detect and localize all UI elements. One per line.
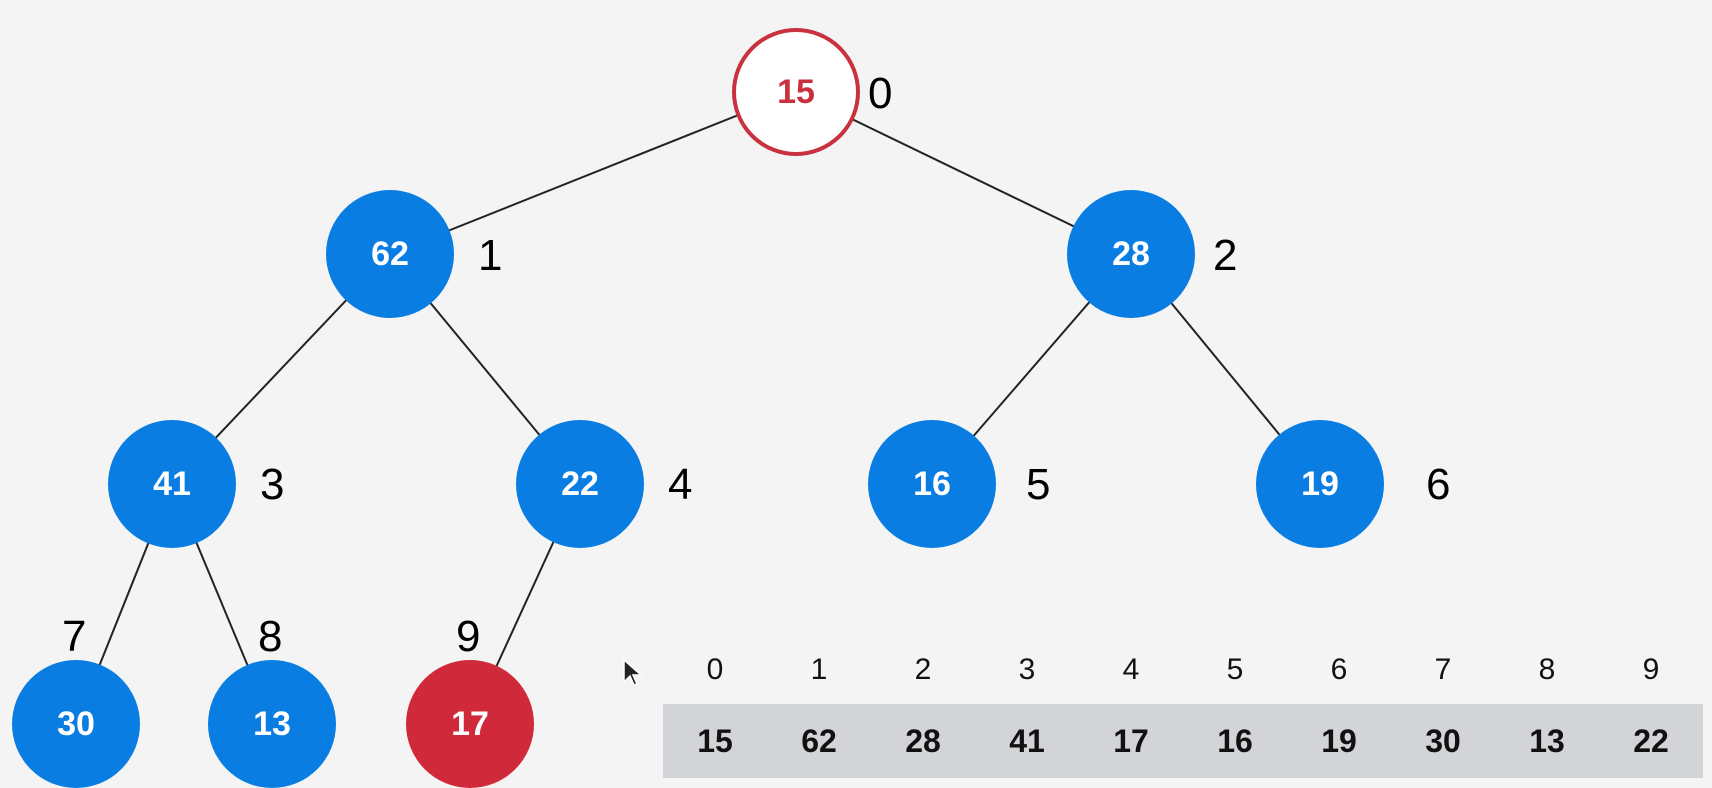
array-index: 6 — [1330, 653, 1348, 686]
node-index-label: 2 — [1213, 231, 1238, 280]
heap-node-0: 15 — [732, 28, 860, 156]
array-index: 4 — [1122, 653, 1140, 686]
mouse-cursor-icon — [623, 658, 643, 686]
heap-node-1: 62 — [326, 190, 454, 318]
node-index-label: 5 — [1026, 460, 1051, 509]
array-cell: 30 — [1425, 722, 1461, 759]
node-value: 16 — [913, 464, 951, 503]
node-index-label: 3 — [260, 460, 285, 509]
array-index: 3 — [1018, 653, 1036, 686]
array-index: 9 — [1642, 653, 1660, 686]
array-cell: 17 — [1113, 722, 1149, 759]
heap-node-5: 16 — [868, 420, 996, 548]
node-index-label: 6 — [1426, 460, 1451, 509]
node-value: 62 — [371, 234, 409, 273]
heap-node-3: 41 — [108, 420, 236, 548]
node-value: 17 — [451, 704, 489, 743]
array-value-row: 15 62 28 41 17 16 19 30 13 22 — [663, 704, 1703, 778]
node-value: 41 — [153, 464, 191, 503]
array-index: 2 — [914, 653, 932, 686]
heap-node-4: 22 — [516, 420, 644, 548]
array-index: 7 — [1434, 653, 1452, 686]
array-cell: 22 — [1633, 722, 1669, 759]
node-index-label: 9 — [456, 612, 481, 661]
array-representation: 0 1 2 3 4 5 6 7 8 9 15 62 28 41 17 16 19… — [663, 648, 1703, 778]
heap-node-6: 19 — [1256, 420, 1384, 548]
node-value: 30 — [57, 704, 95, 743]
array-cell: 13 — [1529, 722, 1565, 759]
array-index: 0 — [706, 653, 724, 686]
array-cell: 19 — [1321, 722, 1357, 759]
heap-node-8: 13 — [208, 660, 336, 788]
heap-node-2: 28 — [1067, 190, 1195, 318]
node-index-label: 4 — [668, 460, 693, 509]
node-value: 28 — [1112, 234, 1150, 273]
heap-node-7: 30 — [12, 660, 140, 788]
array-index: 5 — [1226, 653, 1244, 686]
array-cell: 62 — [801, 722, 837, 759]
node-index-label: 1 — [478, 231, 503, 280]
array-cell: 16 — [1217, 722, 1253, 759]
node-value: 22 — [561, 464, 599, 503]
node-index-label: 0 — [868, 69, 893, 118]
array-index-row: 0 1 2 3 4 5 6 7 8 9 — [663, 648, 1703, 692]
node-value: 19 — [1301, 464, 1339, 503]
edge-0-1 — [389, 91, 797, 255]
node-value: 15 — [777, 72, 815, 111]
array-cell: 41 — [1009, 722, 1045, 759]
array-cell: 15 — [697, 722, 733, 759]
array-index: 1 — [810, 653, 828, 686]
node-index-label: 8 — [258, 612, 283, 661]
node-index-label: 7 — [62, 612, 87, 661]
array-index: 8 — [1538, 653, 1556, 686]
heap-node-9: 17 — [406, 660, 534, 788]
node-value: 13 — [253, 704, 291, 743]
array-cell: 28 — [905, 722, 941, 759]
